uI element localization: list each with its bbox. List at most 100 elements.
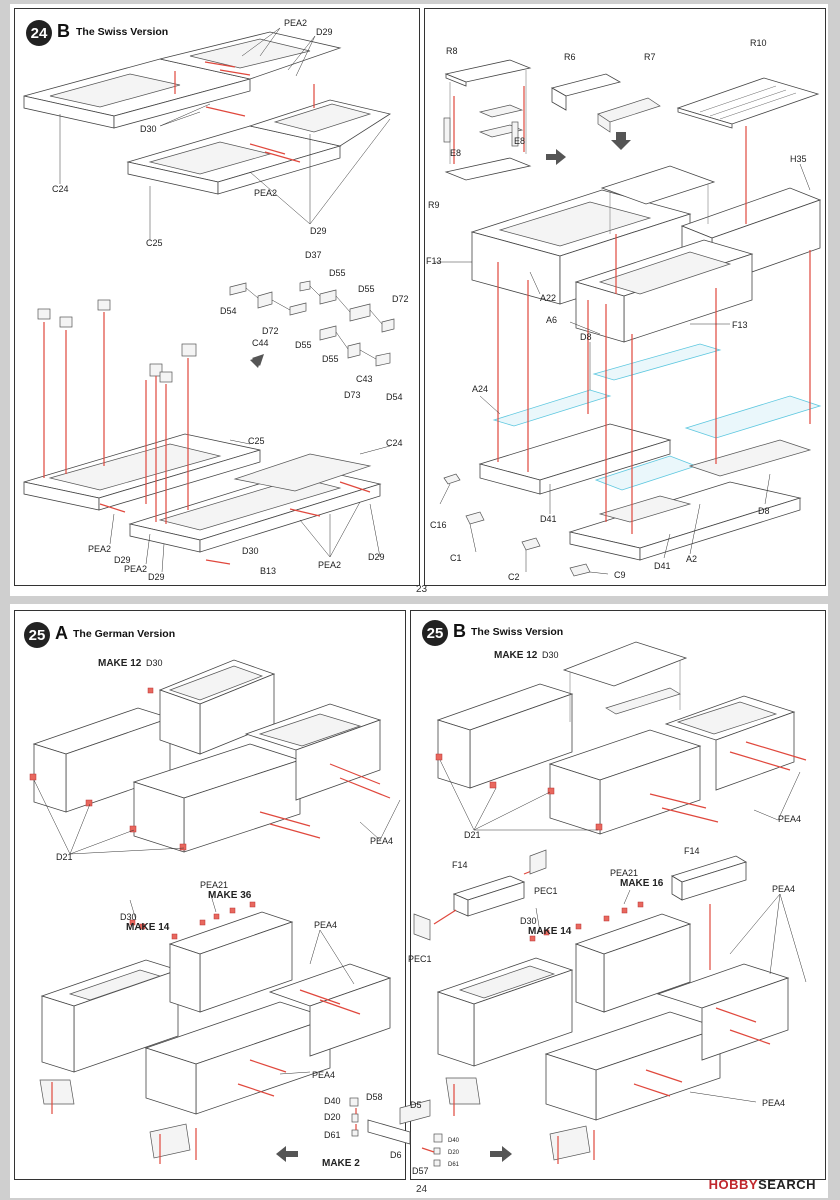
- page-23-drawing: [23, 27, 822, 577]
- label-d30: D30: [242, 546, 259, 556]
- chassis-frame-c24: [23, 31, 342, 129]
- label-d29: D29: [148, 572, 165, 582]
- assembly-arrows-24b: [43, 312, 189, 524]
- label-pea4: PEA4: [314, 920, 338, 930]
- step-25a-frame: [14, 610, 406, 1180]
- label-d30: D30: [520, 916, 537, 926]
- hobbysearch-watermark: HOBBYSEARCH: [709, 1177, 816, 1192]
- label-d40: D40: [324, 1096, 341, 1106]
- label-make-16: MAKE 16: [620, 878, 664, 889]
- direction-arrow-icon-2: [238, 354, 264, 376]
- label-make-12: MAKE 12: [98, 658, 142, 669]
- label-d20: D20: [324, 1112, 341, 1122]
- panel-r6-r7: [550, 73, 661, 133]
- label-d61: D61: [324, 1130, 341, 1140]
- step-25b-frame: [410, 610, 826, 1180]
- label-f14: F14: [684, 846, 700, 856]
- label-d8: D8: [758, 506, 770, 516]
- label-d55: D55: [322, 354, 339, 364]
- leader-lines-25a-bottom: [129, 891, 355, 1075]
- down-arrow-icon: [611, 132, 631, 150]
- page-number: 24: [416, 1184, 428, 1195]
- label-make-14: MAKE 14: [528, 926, 572, 937]
- frame-cage: [600, 165, 716, 234]
- body-box-a6: [574, 239, 754, 343]
- small-parts-25a: [349, 1097, 443, 1167]
- label-pea4: PEA4: [370, 836, 394, 846]
- label-h35: H35: [790, 154, 807, 164]
- label-d61-small: D61: [448, 1162, 460, 1168]
- label-d29: D29: [114, 555, 131, 565]
- lower-chassis-assembly: [23, 433, 382, 553]
- leader-lines-right: [434, 163, 811, 575]
- label-pea2: PEA2: [88, 544, 112, 554]
- label-c43: C43: [356, 374, 373, 384]
- label-d54: D54: [386, 392, 403, 402]
- step-letter: B: [453, 621, 466, 641]
- step-number-badge: 25: [24, 622, 50, 648]
- leader-lines-24b-bottom: [109, 439, 391, 573]
- label-d58: D58: [366, 1092, 383, 1102]
- label-d21: D21: [56, 852, 73, 862]
- pea4-arrows-25a: [259, 763, 391, 839]
- label-pea2: PEA2: [318, 560, 342, 570]
- panel-r10: [676, 77, 820, 129]
- label-c9: C9: [614, 570, 626, 580]
- pea2-pins-top: [174, 61, 315, 163]
- label-c25: C25: [146, 238, 163, 248]
- label-e8: E8: [514, 136, 526, 146]
- step-letter: A: [55, 623, 68, 643]
- label-b13: B13: [260, 566, 277, 576]
- label-d20-small: D20: [448, 1150, 460, 1156]
- label-make-36: MAKE 36: [208, 890, 252, 901]
- label-d40-small: D40: [448, 1138, 460, 1144]
- label-pea4: PEA4: [778, 814, 802, 824]
- step-24b-frame: [14, 8, 420, 586]
- label-pec1: PEC1: [408, 954, 432, 964]
- label-d72: D72: [262, 326, 279, 336]
- label-make-2: MAKE 2: [322, 1158, 360, 1169]
- label-d30: D30: [146, 658, 163, 668]
- body-box-a22: [470, 189, 692, 305]
- watermark-brand: HOBBY: [708, 1177, 759, 1192]
- label-a2: A2: [686, 554, 698, 564]
- label-d8: D8: [580, 332, 592, 342]
- rack-r8-r9: [443, 59, 532, 181]
- small-blocks-right: [443, 473, 591, 577]
- label-pec1: PEC1: [534, 886, 558, 896]
- label-r6: R6: [564, 52, 576, 62]
- manual-page-24: 25 A The German Version 25 B The Swiss V…: [10, 604, 828, 1198]
- label-d41: D41: [654, 561, 671, 571]
- leader-lines-25b-bottom: [535, 889, 807, 1103]
- label-a24: A24: [472, 384, 489, 394]
- label-c24: C24: [386, 438, 403, 448]
- assembly-25b-top: [435, 641, 796, 835]
- red-pins-25b-bottom: [453, 901, 771, 1164]
- leader-lines-24b-top: [59, 27, 391, 240]
- leader-lines-25a-top: [33, 779, 401, 855]
- label-d29: D29: [310, 226, 327, 236]
- page-number: 23: [416, 584, 428, 595]
- label-f14: F14: [452, 860, 468, 870]
- pea2-pins-bottom: [99, 481, 371, 565]
- red-pins-25a-bottom: [51, 901, 361, 1164]
- label-e8: E8: [450, 148, 462, 158]
- label-pea4: PEA4: [312, 1070, 336, 1080]
- label-pea2: PEA2: [254, 188, 278, 198]
- watermark-suffix: SEARCH: [758, 1177, 816, 1192]
- assembly-arrows-right: [453, 86, 811, 534]
- label-d54: D54: [220, 306, 237, 316]
- label-pea21: PEA21: [200, 880, 229, 890]
- step-number-badge: 25: [422, 620, 448, 646]
- step-number-badge: 24: [26, 20, 52, 46]
- label-r8: R8: [446, 46, 458, 56]
- step-title: The German Version: [73, 628, 176, 640]
- label-f13: F13: [732, 320, 748, 330]
- label-pea21: PEA21: [610, 868, 639, 878]
- label-a22: A22: [540, 293, 557, 303]
- right-panel-frame: [424, 8, 826, 586]
- label-d29: D29: [316, 27, 333, 37]
- clear-parts: [492, 343, 822, 491]
- right-arrow-icon: [546, 149, 566, 165]
- label-d73: D73: [344, 390, 361, 400]
